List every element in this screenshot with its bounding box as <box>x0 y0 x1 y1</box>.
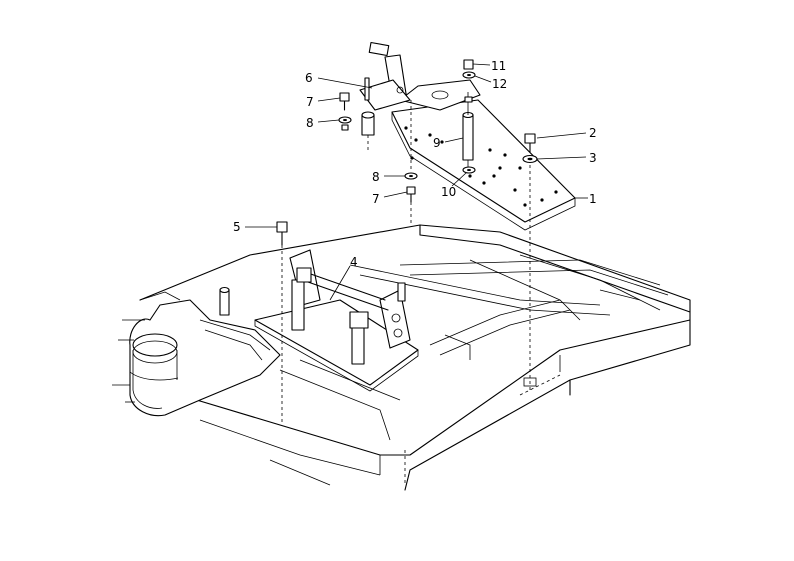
standoff <box>462 92 474 167</box>
callout-1: 1 <box>589 192 597 206</box>
callout-2: 2 <box>589 126 597 140</box>
callout-11: 11 <box>491 59 506 73</box>
assembly-lines <box>281 100 537 485</box>
callout-8-upper: 8 <box>306 116 314 130</box>
callout-8-lower: 8 <box>372 170 380 184</box>
callout-6: 6 <box>305 71 313 85</box>
callout-12: 12 <box>492 77 507 91</box>
callout-4: 4 <box>350 255 358 269</box>
callout-7-upper: 7 <box>306 95 314 109</box>
callout-3: 3 <box>589 151 597 165</box>
frame-boss <box>112 286 281 417</box>
callout-labels: 1 2 3 4 5 6 7 7 8 8 9 10 11 12 <box>233 59 597 269</box>
tray-bracket <box>254 249 419 392</box>
clamp-bracket <box>359 41 411 136</box>
callout-9: 9 <box>433 136 441 150</box>
plate-holes <box>404 126 558 207</box>
callout-leaders <box>245 63 588 301</box>
callout-7-lower: 7 <box>372 192 380 206</box>
callout-5: 5 <box>233 220 241 234</box>
callout-10: 10 <box>441 185 456 199</box>
top-plate <box>391 79 576 231</box>
